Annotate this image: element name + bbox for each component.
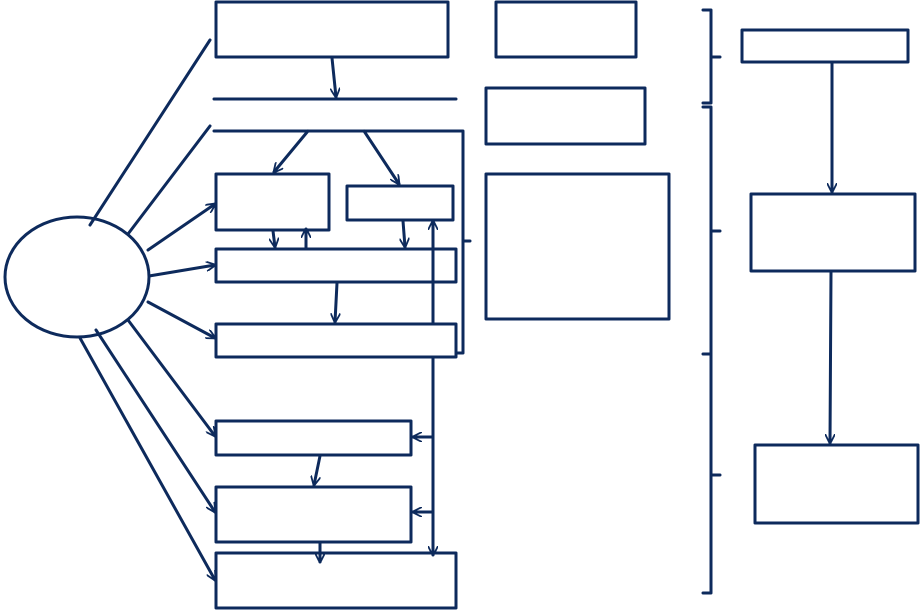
ellipse-arrow-6 [78, 336, 217, 580]
box-n [753, 443, 920, 525]
box-f [214, 419, 413, 457]
box-c [345, 184, 455, 222]
ellipse-arrow-2 [147, 265, 215, 278]
arrow-c-down [403, 219, 405, 249]
box-g [214, 485, 413, 544]
ellipse-arrow-3 [146, 300, 215, 340]
bracket-right-top [701, 8, 722, 105]
arrow-f-to-g [314, 454, 322, 485]
box-e [214, 322, 458, 359]
ellipse-line-2 [126, 124, 212, 236]
box-b [214, 172, 331, 232]
box-h [214, 551, 458, 610]
ellipse-arrow-5 [94, 328, 215, 512]
ellipse-arrow-4 [126, 318, 215, 436]
ellipse-line-1 [88, 38, 212, 227]
arrow-split-right [362, 129, 399, 184]
box-k [484, 172, 671, 321]
box-l [740, 28, 910, 64]
arrow-a-to-divider [332, 56, 336, 97]
box-m [749, 192, 917, 273]
arrow-d-to-e [335, 281, 337, 324]
arrow-b-down [273, 229, 275, 247]
bracket-right-bottom [701, 105, 722, 595]
box-d [214, 247, 458, 284]
bracket-middle [454, 129, 472, 355]
box-j [484, 86, 647, 146]
arrow-m-to-n [830, 270, 831, 445]
box-a [214, 0, 450, 59]
ellipse-arrow-1 [146, 204, 215, 252]
arrow-split-left [274, 129, 310, 172]
box-i [494, 0, 638, 59]
